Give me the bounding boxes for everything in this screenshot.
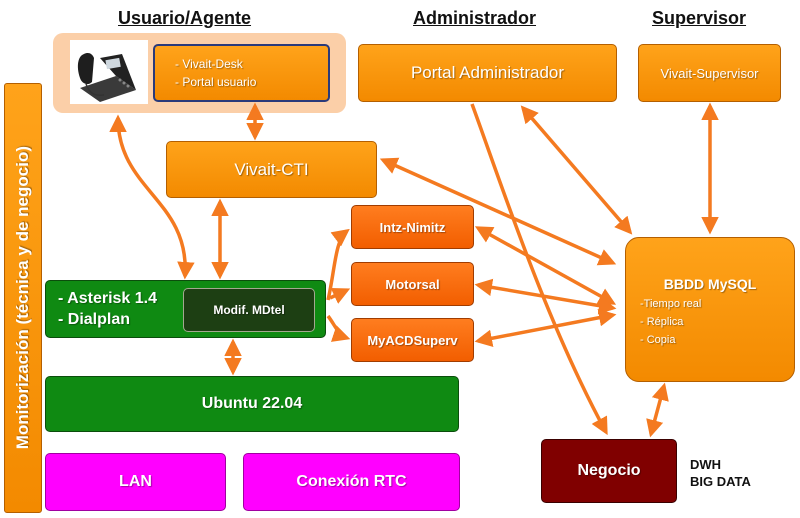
modif-mdtel-box: Modif. MDtel: [183, 288, 315, 332]
big-data-label: BIG DATA: [690, 474, 751, 489]
vivait-supervisor-box: Vivait-Supervisor: [638, 44, 781, 102]
arrow-phone-asterisk: [109, 114, 195, 280]
asterisk-label: - Asterisk 1.4: [58, 290, 158, 307]
arrow-motorsal-db: [474, 278, 617, 315]
dialplan-label: - Dialplan: [58, 311, 131, 328]
arrow-myacd-db: [474, 309, 617, 347]
header-supervisor: Supervisor: [652, 8, 747, 28]
header-usuario-agente: Usuario/Agente: [118, 8, 252, 28]
conexion-rtc-box: Conexión RTC: [243, 453, 460, 511]
bbdd-title: BBDD MySQL: [663, 276, 757, 292]
bbdd-item-tiempo-real: -Tiempo real: [640, 298, 702, 310]
myacdsuperv-box: MyACDSuperv: [351, 318, 474, 362]
arrow-cti-db: [379, 157, 617, 266]
monitoring-sidebar: Monitorización (técnica y de negocio): [4, 83, 42, 513]
ubuntu-box: Ubuntu 22.04: [45, 376, 459, 432]
vivait-desk-box: - Vivait-Desk - Portal usuario: [153, 44, 330, 102]
header-administrador: Administrador: [413, 8, 537, 28]
arrow-intz-db: [474, 226, 617, 305]
vivait-desk-label: - Vivait-Desk: [175, 57, 243, 71]
motorsal-box: Motorsal: [351, 262, 474, 306]
lan-box: LAN: [45, 453, 226, 511]
negocio-box: Negocio: [541, 439, 677, 503]
bbdd-item-replica: - Réplica: [640, 316, 684, 328]
bbdd-item-copia: - Copia: [640, 334, 676, 346]
arrow-db-negocio: [646, 382, 669, 438]
arrow-asterisk-motorsal: [329, 288, 351, 304]
dwh-label: DWH: [690, 457, 722, 472]
portal-usuario-label: - Portal usuario: [175, 75, 257, 89]
arrow-asterisk-intz: [326, 228, 350, 301]
arrow-admin-db: [520, 105, 633, 235]
bbdd-mysql-box: BBDD MySQL -Tiempo real - Réplica - Copi…: [625, 237, 795, 382]
ip-phone-icon: [70, 40, 148, 104]
arrow-admin-negocio: [470, 103, 608, 436]
arrow-asterisk-myacd: [326, 314, 351, 342]
portal-administrador-box: Portal Administrador: [358, 44, 617, 102]
dwh-big-data-label: DWH BIG DATA: [690, 456, 751, 490]
